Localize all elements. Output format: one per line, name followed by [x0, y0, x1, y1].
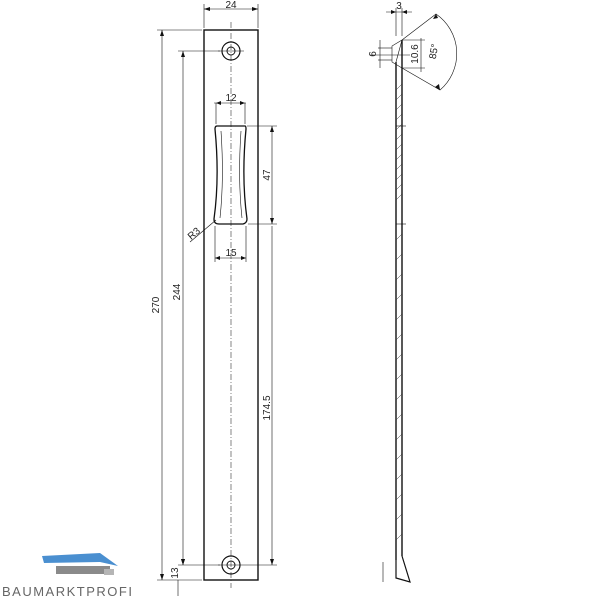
front-view: 24 12 47 R3 15 270 244 [151, 0, 277, 596]
dim-thickness-3: 3 [396, 1, 402, 12]
logo: BAUMARKTPROFI [2, 553, 133, 599]
side-view: 3 6 10.6 85° [368, 1, 458, 583]
logo-roof-icon [42, 553, 118, 566]
logo-bar [56, 566, 110, 574]
dim-slot-to-hole-174-5: 174.5 [262, 395, 273, 420]
logo-text: BAUMARKTPROFI [2, 584, 133, 599]
dim-end-13: 13 [170, 567, 181, 579]
dim-countersink-10-6: 10.6 [410, 44, 421, 64]
side-hatch [395, 83, 403, 541]
dim-slot-height-47: 47 [262, 169, 273, 181]
side-foot [395, 555, 411, 583]
dim-slot-width-12: 12 [225, 93, 237, 104]
angle-arc [401, 13, 458, 91]
dim-radius-r3: R3 [186, 225, 203, 242]
dim-overall-270: 270 [151, 296, 162, 313]
dim-offset-15: 15 [225, 248, 237, 259]
dim-hole-6: 6 [368, 51, 379, 57]
dim-hole-span-244: 244 [172, 283, 183, 300]
latch-slot [213, 125, 248, 225]
dim-angle-85: 85° [428, 43, 441, 60]
dim-width-24: 24 [225, 0, 237, 11]
